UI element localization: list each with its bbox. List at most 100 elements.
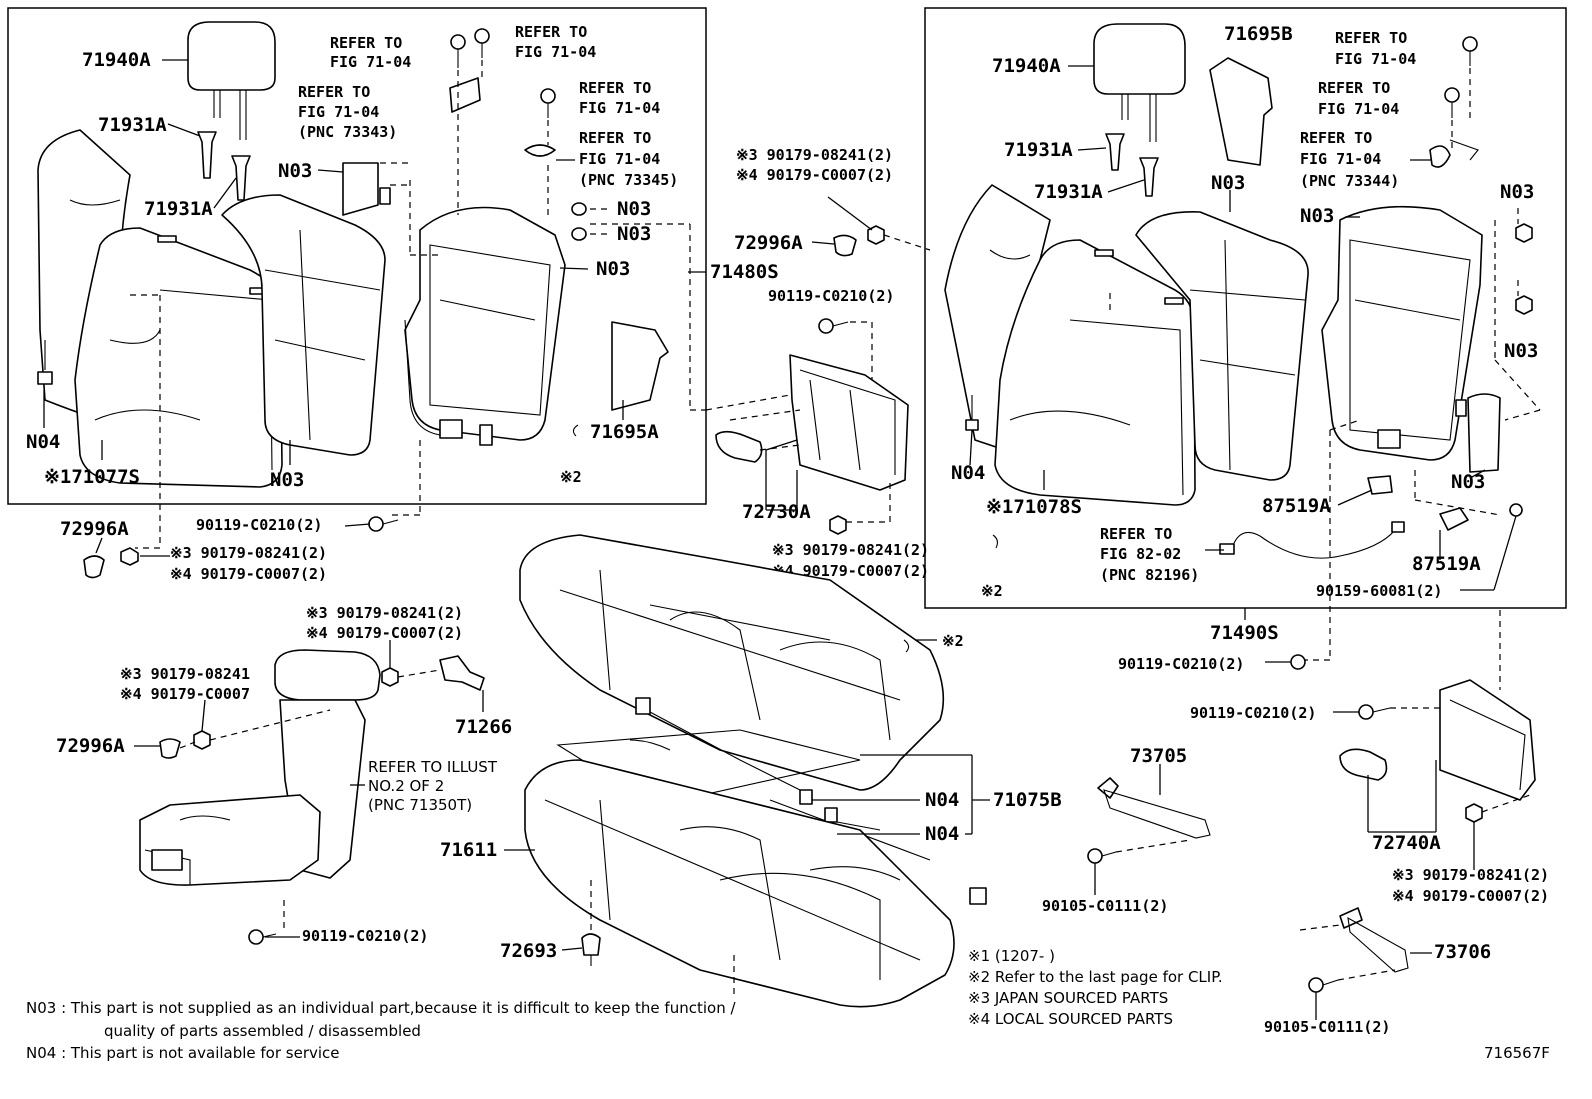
label-arm-nut3: ※3 90179-08241	[120, 665, 250, 683]
label-wire-a-bolt: 90105-C0111(2)	[1042, 897, 1168, 915]
seat-cushion-pad	[556, 697, 987, 905]
label-N03-r5: N03	[1451, 471, 1485, 493]
label-wire-b-bolt: 90105-C0111(2)	[1264, 1018, 1390, 1036]
right-side-bolster	[1455, 393, 1501, 473]
label-71075B: 71075B	[993, 789, 1062, 811]
ref-a-1: REFER TO	[330, 34, 402, 52]
right-seatback-cover	[994, 239, 1196, 506]
label-87519A-1: 87519A	[1262, 495, 1331, 517]
label-arm-nut4: ※4 90179-C0007	[120, 685, 250, 703]
ref-h-1: REFER TO	[1300, 129, 1372, 147]
right-headrest-guides	[1105, 133, 1159, 197]
ref-a-2: FIG 71-04	[330, 53, 411, 71]
label-N03-r1: N03	[1211, 172, 1245, 194]
ref-c-3: (PNC 73343)	[298, 123, 397, 141]
left-seatback-cover	[74, 227, 283, 488]
ref-c-1: REFER TO	[298, 83, 370, 101]
label-N03-b: N03	[617, 223, 651, 245]
label-arm-nut2: ※4 90179-C0007(2)	[306, 624, 463, 642]
label-arm-bolt: 90119-C0210(2)	[302, 927, 428, 945]
label-clip-right: ※2	[981, 582, 1003, 600]
label-72996A-arm: 72996A	[56, 735, 125, 757]
label-clip-left: ※2	[560, 468, 582, 486]
ref-i-3: (PNC 82196)	[1100, 566, 1199, 584]
label-71931A-right-2: 71931A	[1034, 181, 1103, 203]
label-71931A-left-2: 71931A	[144, 198, 213, 220]
legend-line-3: ※3 JAPAN SOURCED PARTS	[968, 989, 1168, 1007]
seat-cushion-top	[519, 534, 945, 791]
label-N03-foam-left: N03	[278, 160, 312, 182]
left-headrest-guides	[197, 131, 251, 201]
right-seatback-foam	[1135, 211, 1309, 481]
label-N04-left: N04	[26, 431, 60, 453]
label-c-nut4: ※4 90179-C0007(2)	[772, 562, 929, 580]
label-arm-ref1: REFER TO ILLUST	[368, 758, 498, 776]
label-N04-cush-a: N04	[925, 789, 959, 811]
note-N03-line-1: N03 : This part is not supplied as an in…	[26, 999, 736, 1017]
left-side-bolster	[342, 162, 391, 216]
legend-line-4: ※4 LOCAL SOURCED PARTS	[968, 1010, 1173, 1028]
note-N03-line-2: quality of parts assembled / disassemble…	[104, 1022, 421, 1040]
label-71931A-right-1: 71931A	[1004, 139, 1073, 161]
label-71695A: 71695A	[590, 421, 659, 443]
left-lower-hardware	[83, 516, 399, 579]
cushion-leaders	[504, 639, 990, 995]
left-clip-ref	[572, 424, 579, 437]
ref-e-3: (PNC 73345)	[579, 171, 678, 189]
label-71077S: ※171077S	[44, 466, 140, 488]
label-71940A-right: 71940A	[992, 55, 1061, 77]
ref-c-2: FIG 71-04	[298, 103, 379, 121]
label-bolt-left: 90119-C0210(2)	[196, 516, 322, 534]
legend-line-1: ※1 (1207- )	[968, 947, 1055, 965]
label-c-nut1: ※3 90179-08241(2)	[736, 146, 893, 164]
armrest-assembly	[134, 640, 485, 945]
figure-id: 716567F	[1484, 1044, 1550, 1062]
label-bolt-r2: 90119-C0210(2)	[1190, 704, 1316, 722]
label-71940A-left: 71940A	[82, 49, 151, 71]
label-clip-middle: ※2	[942, 632, 964, 650]
ref-i-2: FIG 82-02	[1100, 545, 1181, 563]
center-hinge-parts	[705, 196, 931, 535]
left-headrest	[187, 21, 276, 140]
right-lower-hardware	[1265, 654, 1536, 870]
label-73705: 73705	[1130, 745, 1187, 767]
ref-e-2: FIG 71-04	[579, 150, 660, 168]
ref-f-1: REFER TO	[1335, 29, 1407, 47]
right-trim-board	[1209, 57, 1273, 166]
left-seatback-box	[7, 7, 707, 505]
label-87519A-2: 87519A	[1412, 553, 1481, 575]
label-71266: 71266	[455, 716, 512, 738]
wire-73705	[1087, 764, 1211, 895]
ref-b-2: FIG 71-04	[515, 43, 596, 61]
label-71490S: 71490S	[1210, 622, 1279, 644]
label-N04-right: N04	[951, 462, 985, 484]
label-N03-cover-left: N03	[270, 469, 304, 491]
label-72730A: 72730A	[742, 501, 811, 523]
left-seatback-frame	[404, 206, 566, 446]
label-c-nut3: ※3 90179-08241(2)	[772, 541, 929, 559]
right-seatback-frame	[1321, 205, 1483, 461]
right-headrest	[1093, 23, 1186, 142]
ref-i-1: REFER TO	[1100, 525, 1172, 543]
label-71695B: 71695B	[1224, 23, 1293, 45]
note-N04-line: N04 : This part is not available for ser…	[26, 1044, 340, 1062]
left-leaders	[43, 59, 706, 549]
right-top-screws	[1429, 36, 1533, 315]
seat-cushion-cover	[524, 759, 955, 1008]
label-arm-ref2: NO.2 OF 2	[368, 777, 444, 795]
ref-f-2: FIG 71-04	[1335, 50, 1416, 68]
wire-73706	[1299, 907, 1432, 1020]
ref-g-2: FIG 71-04	[1318, 100, 1399, 118]
label-73706: 73706	[1434, 941, 1491, 963]
ref-g-1: REFER TO	[1318, 79, 1390, 97]
seat-cushion-clip	[581, 639, 910, 966]
ref-d-1: REFER TO	[579, 79, 651, 97]
label-nut-r2: ※4 90179-C0007(2)	[1392, 887, 1549, 905]
ref-b-1: REFER TO	[515, 23, 587, 41]
label-nut-left-2: ※4 90179-C0007(2)	[170, 565, 327, 583]
label-arm-ref3: (PNC 71350T)	[368, 796, 472, 814]
label-71611: 71611	[440, 839, 497, 861]
label-71931A-left-1: 71931A	[98, 114, 167, 136]
label-N03-c: N03	[596, 258, 630, 280]
